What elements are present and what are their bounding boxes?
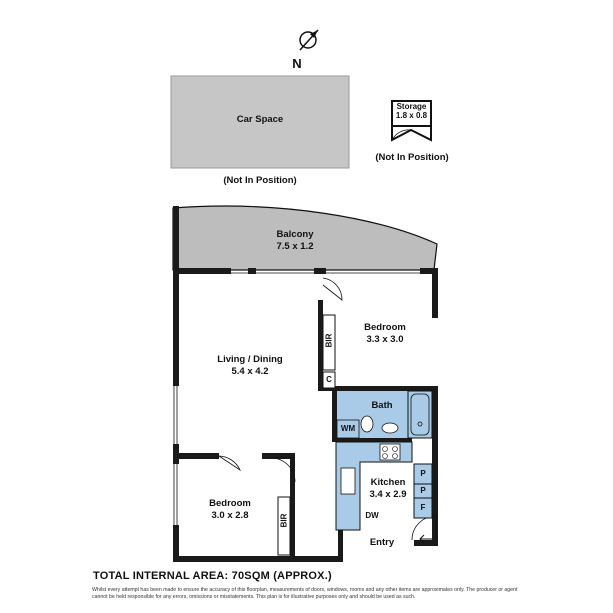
kitchen-label: Kitchen 3.4 x 2.9 <box>358 477 418 501</box>
bath-area <box>336 390 433 439</box>
kitchen-name: Kitchen <box>370 477 406 488</box>
bir-bedroom2 <box>277 496 291 556</box>
dw-label: DW <box>365 511 379 520</box>
total-area-text: TOTAL INTERNAL AREA: 70SQM (APPROX.) <box>93 570 332 582</box>
storage-label: Storage 1.8 x 0.8 <box>390 102 433 120</box>
disclaimer-text: Whilst every attempt has been made to en… <box>92 587 518 601</box>
fridge-label: F <box>420 503 426 512</box>
kitchen-dims: 3.4 x 2.9 <box>369 488 407 500</box>
windows <box>173 269 420 525</box>
bedroom1-label: Bedroom 3.3 x 3.0 <box>345 322 425 346</box>
compass-icon <box>299 29 319 51</box>
c-label: C <box>326 375 332 384</box>
living-name: Living / Dining <box>217 354 283 365</box>
storage-shape <box>391 100 432 142</box>
entry-name: Entry <box>369 537 395 548</box>
balcony-shape <box>172 205 438 271</box>
entry-arrow-icon <box>419 534 432 544</box>
car-space-note: (Not In Position) <box>223 175 297 186</box>
apartment-walls <box>173 268 438 562</box>
living-label: Living / Dining 5.4 x 4.2 <box>190 354 310 378</box>
bath-name: Bath <box>371 400 393 411</box>
car-space-shape <box>170 75 350 169</box>
bedroom1-name: Bedroom <box>364 322 406 333</box>
pantry2-label: P <box>420 486 426 495</box>
balcony-dims: 7.5 x 1.2 <box>276 240 314 252</box>
bedroom1-dims: 3.3 x 3.0 <box>366 333 404 345</box>
balcony-name: Balcony <box>276 229 314 240</box>
compass-north-label: N <box>292 56 302 71</box>
bedroom2-name: Bedroom <box>209 498 251 509</box>
bedroom2-label: Bedroom 3.0 x 2.8 <box>190 498 270 522</box>
car-space-name: Car Space <box>236 114 284 125</box>
bir1-label: BIR <box>324 333 334 348</box>
entry-label: Entry <box>360 537 404 549</box>
pantry1-label: P <box>420 469 426 478</box>
bedroom2-dims: 3.0 x 2.8 <box>211 509 249 521</box>
storage-dims: 1.8 x 0.8 <box>395 111 428 121</box>
cupboard-c <box>322 371 336 389</box>
bir2-label: BIR <box>279 513 289 528</box>
kitchen-area <box>335 441 433 531</box>
bath-label: Bath <box>362 400 402 412</box>
car-space-label: Car Space <box>200 114 320 126</box>
living-dims: 5.4 x 4.2 <box>231 365 269 377</box>
storage-note: (Not In Position) <box>375 152 449 163</box>
wm-label: WM <box>340 424 356 433</box>
balcony-label: Balcony 7.5 x 1.2 <box>245 229 345 253</box>
bir-bedroom1 <box>322 314 336 371</box>
storage-name: Storage <box>396 102 427 111</box>
